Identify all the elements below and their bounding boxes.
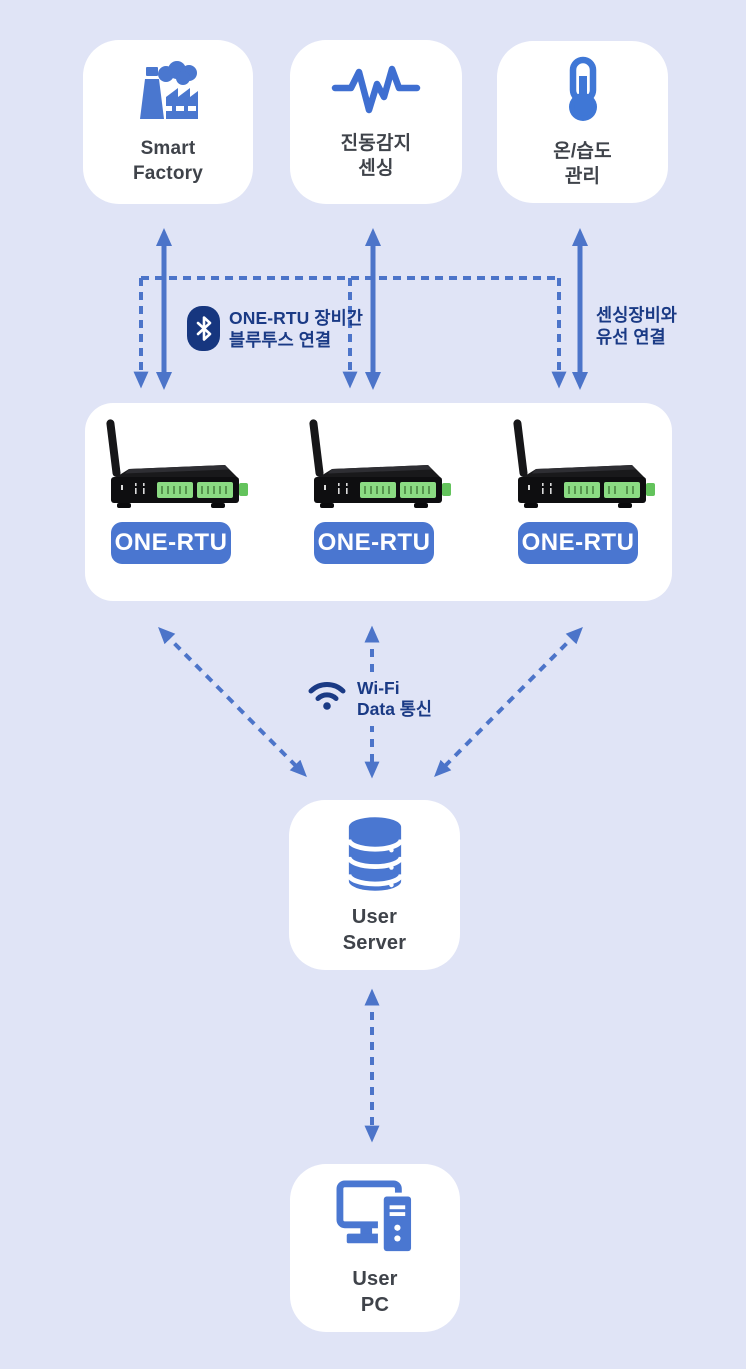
bluetooth-badge — [187, 306, 220, 351]
one-rtu-badge: ONE-RTU — [518, 522, 638, 564]
bluetooth-connection-label: ONE-RTU 장비간 블루투스 연결 — [229, 308, 363, 350]
user-pc-label: User PC — [352, 1267, 398, 1316]
one-rtu-badge: ONE-RTU — [111, 522, 231, 564]
vibration-sensing-label: 진동감지 센싱 — [340, 132, 412, 179]
temp-humidity-label: 온/습도 관리 — [553, 140, 612, 187]
server-pc-arrow — [364, 988, 380, 1143]
rtu-device-image — [106, 419, 248, 508]
temp-humidity-card: 온/습도 관리 — [497, 41, 668, 203]
smart-factory-label: Smart Factory — [132, 137, 204, 184]
database-icon — [345, 816, 404, 891]
desktop-pc-icon — [336, 1179, 415, 1255]
user-server-card: User Server — [289, 800, 460, 970]
user-pc-card: User PC — [290, 1164, 460, 1332]
bluetooth-icon — [196, 316, 211, 341]
one-rtu-badge: ONE-RTU — [314, 522, 434, 564]
user-server-label: User Server — [342, 905, 407, 954]
wired-connection-label: 센싱장비와 유선 연결 — [596, 305, 677, 347]
smart-factory-card: Smart Factory — [83, 40, 253, 204]
wifi-label: Wi-Fi Data 통신 — [303, 672, 442, 726]
factory-icon — [140, 60, 198, 119]
wifi-data-label: Wi-Fi Data 통신 — [357, 678, 432, 719]
vibration-sensing-card: 진동감지 센싱 — [290, 40, 462, 204]
wifi-icon — [308, 682, 346, 710]
rtu-device-image — [309, 419, 451, 508]
thermometer-icon — [568, 56, 597, 121]
waveform-icon — [331, 65, 421, 113]
rtu-device-image — [513, 419, 655, 508]
